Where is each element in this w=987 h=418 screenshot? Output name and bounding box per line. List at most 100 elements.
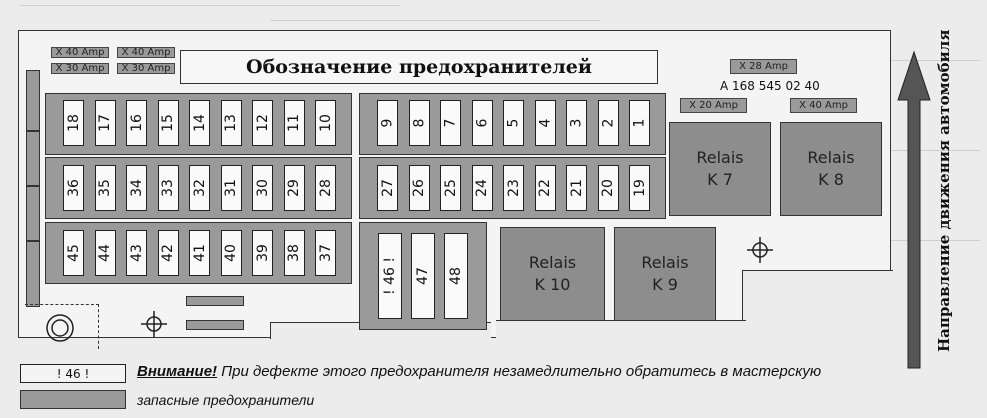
fuse-number: 3 bbox=[568, 118, 585, 128]
fuse-number: 20 bbox=[599, 179, 616, 197]
fuse-number: 10 bbox=[317, 114, 334, 132]
relay-k10: Relais K 10 bbox=[500, 227, 605, 321]
fuse-number: 29 bbox=[285, 179, 302, 197]
fuse-number: 2 bbox=[599, 118, 616, 128]
spare-fuse-slot bbox=[186, 296, 244, 306]
fuse-number: 5 bbox=[505, 118, 522, 128]
amp-tag: X 20 Amp bbox=[680, 98, 747, 113]
fuse-32: 32 bbox=[189, 165, 210, 211]
relay-k8: Relais K 8 bbox=[780, 122, 882, 216]
fuse-17: 17 bbox=[94, 100, 116, 146]
dashed-corner bbox=[25, 304, 99, 349]
fuse-large-47: 47 bbox=[411, 233, 435, 319]
fuse-number: 41 bbox=[191, 244, 208, 262]
diagram-title: Обозначение предохранителей bbox=[180, 50, 658, 84]
amp-tag: X 40 Amp bbox=[117, 47, 175, 58]
relay-k9: Relais K 9 bbox=[614, 227, 716, 321]
fuse-19: 19 bbox=[629, 165, 650, 211]
fuse-43: 43 bbox=[126, 230, 147, 276]
fuse-number: 12 bbox=[254, 114, 271, 132]
fuse-number: 30 bbox=[254, 179, 271, 197]
fuse-number: 8 bbox=[410, 118, 427, 128]
relay-label: Relais bbox=[528, 253, 577, 272]
fuse-number: 39 bbox=[254, 244, 271, 262]
direction-label: Направление движения автомобиля bbox=[935, 29, 953, 352]
fuse-number: 13 bbox=[222, 114, 239, 132]
fuse-number: 33 bbox=[159, 179, 176, 197]
legend-warning: Внимание! При дефекте этого предохраните… bbox=[137, 363, 821, 380]
board-notch bbox=[742, 270, 893, 341]
fuse-number: 42 bbox=[159, 244, 176, 262]
relay-id: K 8 bbox=[818, 170, 844, 189]
amp-tag: X 40 Amp bbox=[51, 47, 109, 58]
fuse-27: 27 bbox=[377, 165, 398, 211]
direction-arrow-icon bbox=[897, 50, 931, 369]
fuse-number: 4 bbox=[536, 118, 553, 128]
legend-sample-fuse: ! 46 ! bbox=[20, 364, 126, 383]
legend-warning-text: При дефекте этого предохранителя незамед… bbox=[217, 363, 822, 380]
fuse-35: 35 bbox=[94, 165, 116, 211]
fuse-number: 28 bbox=[317, 179, 334, 197]
left-terminal-strip bbox=[26, 70, 40, 307]
fuse-number: 34 bbox=[128, 179, 145, 197]
legend-warning-bold: Внимание! bbox=[137, 363, 218, 380]
fuse-14: 14 bbox=[189, 100, 210, 146]
strip-divider bbox=[26, 185, 40, 187]
fuse-number: 1 bbox=[631, 118, 648, 128]
amp-tag: X 40 Amp bbox=[790, 98, 857, 113]
fuse-number: 11 bbox=[285, 114, 302, 132]
amp-tag: X 30 Amp bbox=[51, 63, 109, 74]
fuse-number: 38 bbox=[285, 244, 302, 262]
fuse-1: 1 bbox=[629, 100, 650, 146]
fuse-number: 43 bbox=[128, 244, 145, 262]
fuse-number: 40 bbox=[222, 244, 239, 262]
fuse-number: 16 bbox=[128, 114, 145, 132]
fuse-number: 24 bbox=[473, 179, 490, 197]
fuse-3: 3 bbox=[566, 100, 587, 146]
fuse-33: 33 bbox=[157, 165, 179, 211]
legend-spare-text: запасные предохранители bbox=[137, 392, 315, 408]
fuse-7: 7 bbox=[440, 100, 461, 146]
fuse-40: 40 bbox=[220, 230, 242, 276]
fuse-31: 31 bbox=[220, 165, 242, 211]
fuse-4: 4 bbox=[534, 100, 556, 146]
fuse-21: 21 bbox=[566, 165, 587, 211]
relay-label: Relais bbox=[641, 253, 689, 272]
fuse-16: 16 bbox=[126, 100, 147, 146]
fuse-8: 8 bbox=[408, 100, 430, 146]
fuse-5: 5 bbox=[503, 100, 524, 146]
fuse-36: 36 bbox=[63, 165, 84, 211]
fuse-number: 14 bbox=[191, 114, 208, 132]
fuse-44: 44 bbox=[94, 230, 116, 276]
fuse-23: 23 bbox=[503, 165, 524, 211]
relay-label: Relais bbox=[696, 148, 744, 167]
fuse-2: 2 bbox=[597, 100, 619, 146]
fuse-39: 39 bbox=[252, 230, 273, 276]
crosshair-icon bbox=[747, 237, 773, 263]
fuse-9: 9 bbox=[377, 100, 398, 146]
fuse-number: 7 bbox=[442, 118, 459, 128]
mounting-hole-icon bbox=[46, 314, 74, 342]
fuse-29: 29 bbox=[283, 165, 305, 211]
fuse-number: 48 bbox=[447, 267, 464, 285]
relay-label: Relais bbox=[807, 148, 855, 167]
relay-id: K 10 bbox=[534, 275, 571, 294]
fuse-26: 26 bbox=[408, 165, 430, 211]
fuse-number: 23 bbox=[505, 179, 522, 197]
fuse-number: 26 bbox=[410, 179, 427, 197]
fuse-number: 21 bbox=[568, 179, 585, 197]
fuse-45: 45 bbox=[63, 230, 84, 276]
strip-divider bbox=[26, 130, 40, 132]
relay-id: K 9 bbox=[652, 275, 678, 294]
fuse-number: 6 bbox=[473, 118, 490, 128]
fuse-number: 27 bbox=[379, 179, 396, 197]
relay-k7: Relais K 7 bbox=[669, 122, 771, 216]
fuse-41: 41 bbox=[189, 230, 210, 276]
fuse-22: 22 bbox=[534, 165, 556, 211]
fuse-number: 37 bbox=[317, 244, 334, 262]
fuse-large-46: ! 46 ! bbox=[378, 233, 402, 319]
fuse-number: 47 bbox=[414, 267, 431, 285]
fuse-15: 15 bbox=[157, 100, 179, 146]
amp-tag: X 30 Amp bbox=[117, 63, 175, 74]
fuse-number: 36 bbox=[65, 179, 82, 197]
